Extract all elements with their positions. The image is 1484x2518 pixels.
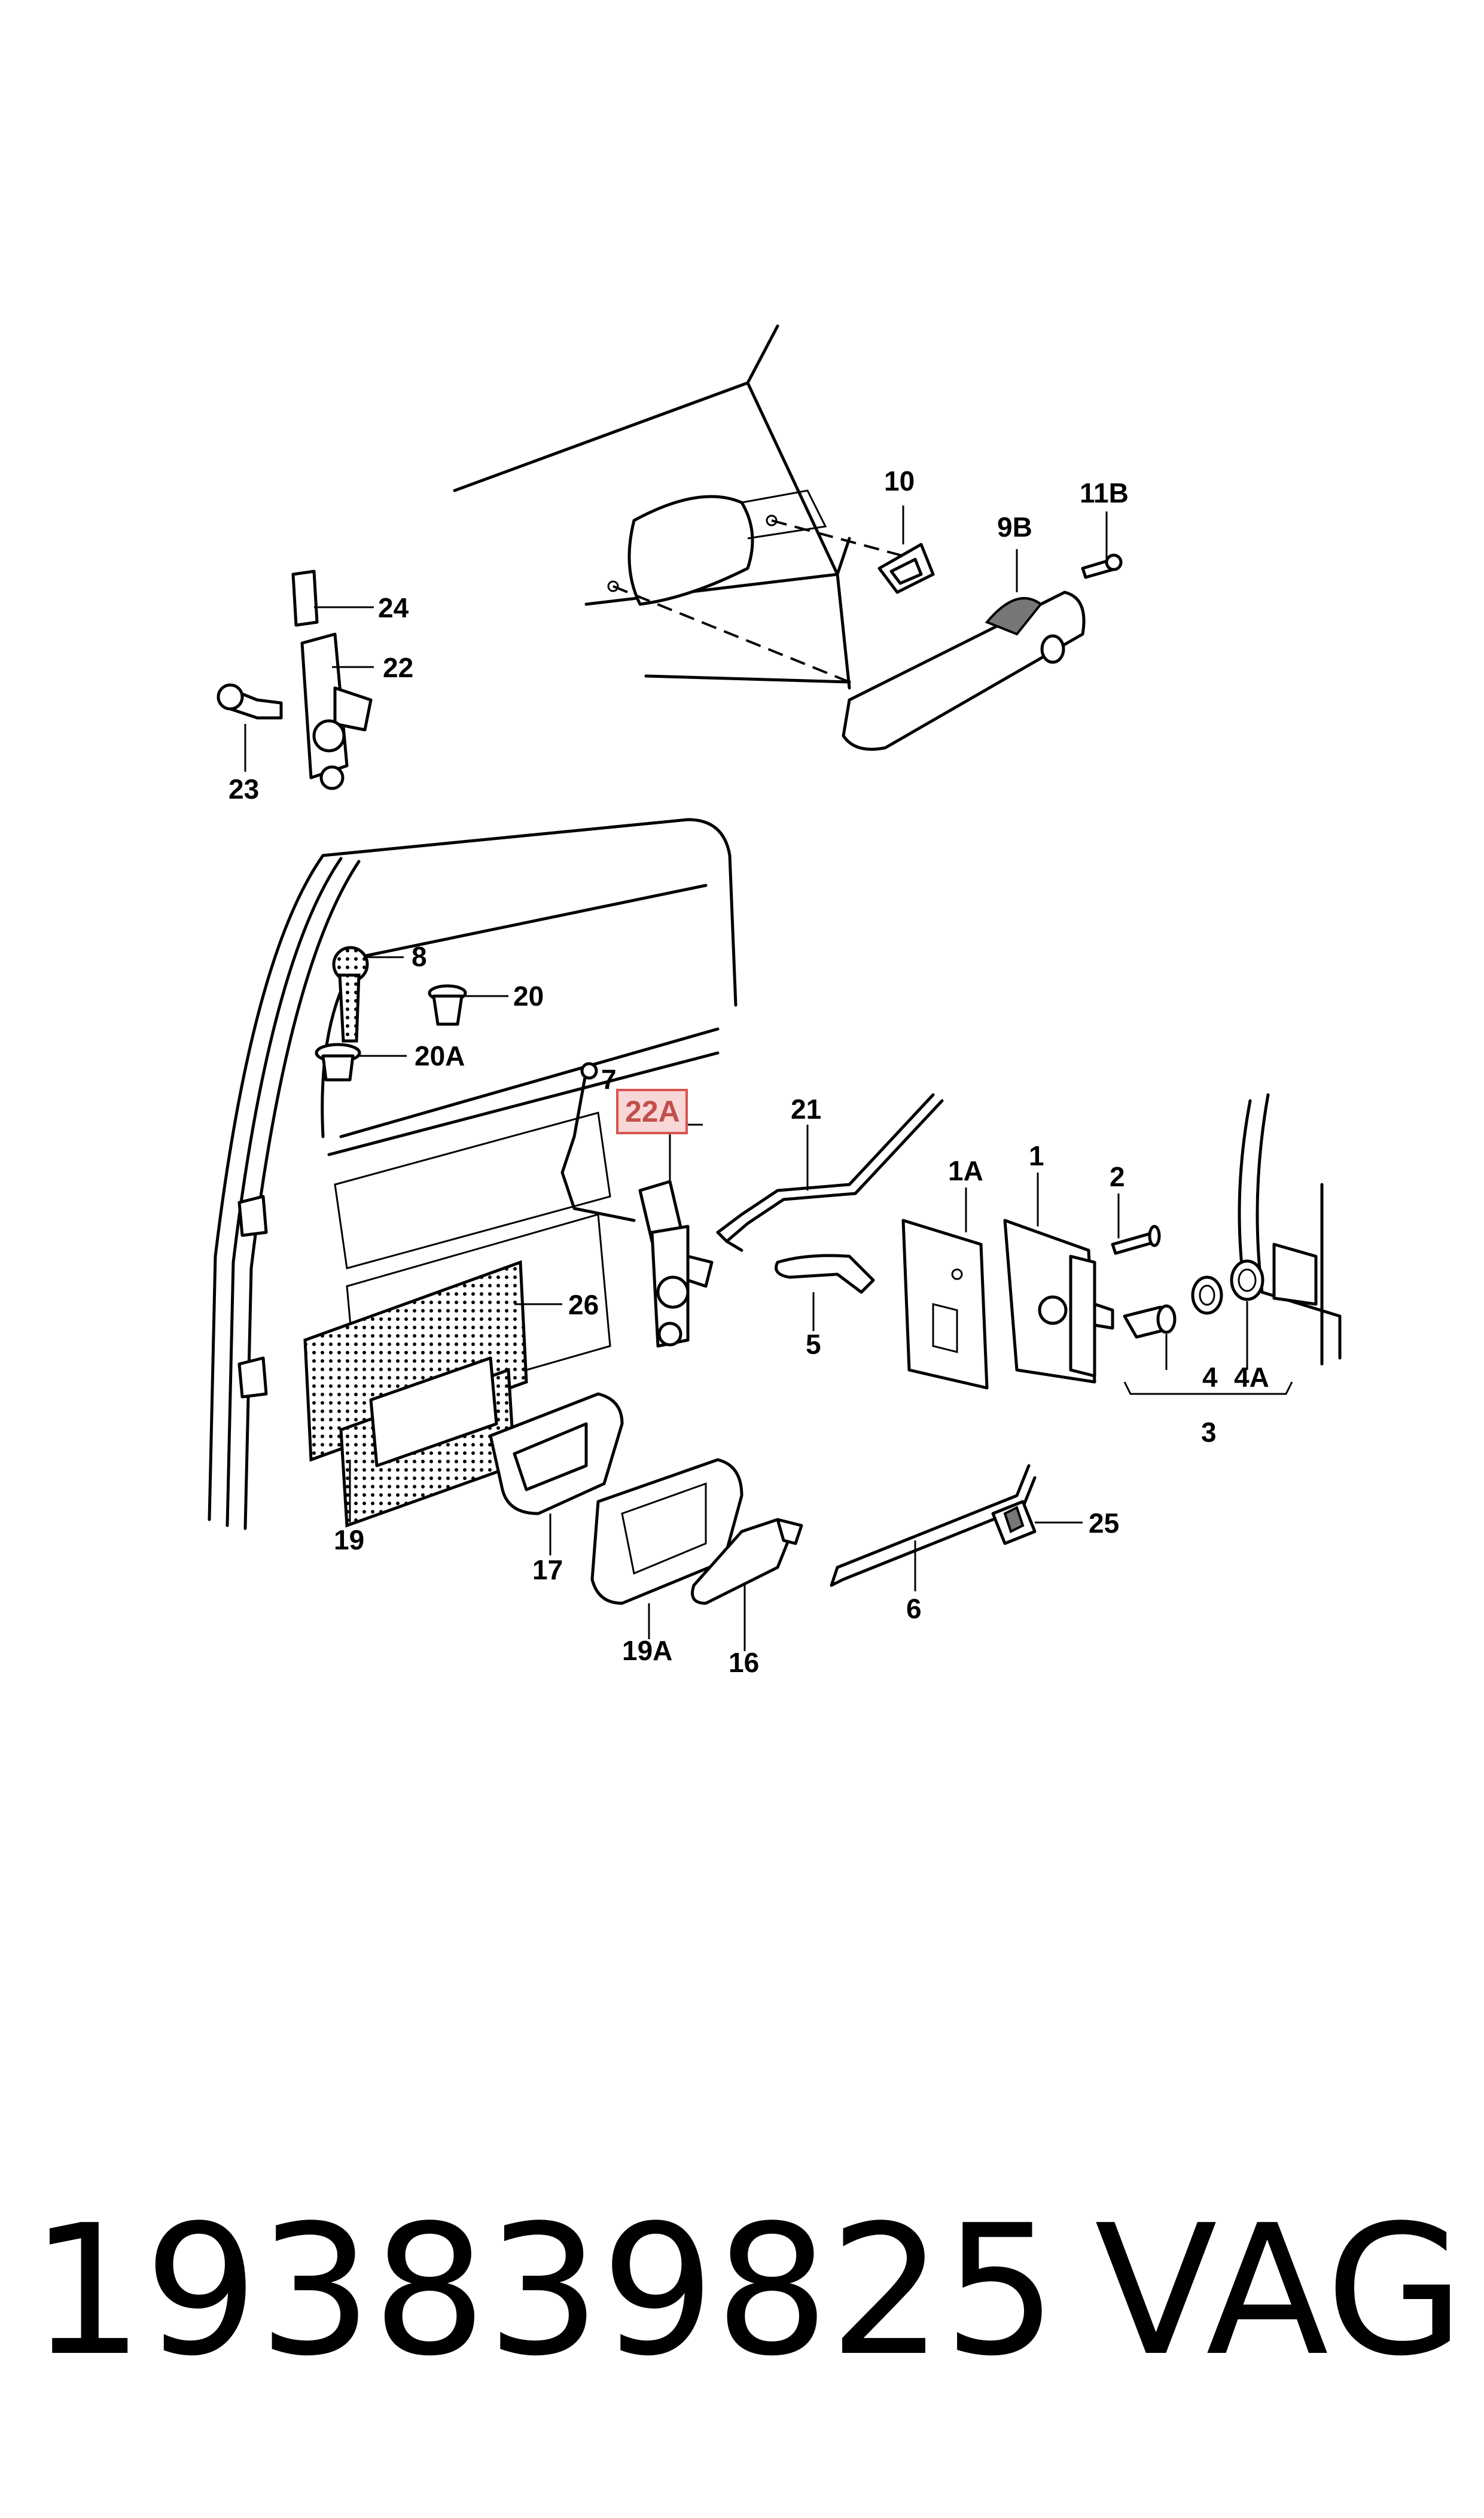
callout-6: 6 [906,1593,922,1624]
part-number: 193839825 [30,2187,1058,2395]
callout-16: 16 [729,1647,759,1678]
leader-lines [244,506,1248,1651]
callout-4: 4 [1202,1362,1218,1393]
lock-cover-1a [901,1219,989,1390]
screw-11b [1081,553,1123,579]
door-lock-1 [1003,1219,1114,1384]
callout-21: 21 [791,1094,821,1125]
rod-21 [716,1093,944,1252]
screw-2 [1111,1225,1161,1255]
highlight-box-22a [616,1089,688,1134]
callout-11b: 11B [1080,477,1129,509]
callout-22: 22 [383,652,413,683]
callout-19: 19 [334,1524,364,1555]
callout-23: 23 [228,774,259,805]
callout-20: 20 [513,981,544,1012]
callout-9b: 9B [997,511,1032,543]
bushing-20 [428,984,467,1026]
callout-7: 7 [601,1064,617,1095]
callout-1: 1 [1029,1140,1044,1171]
callout-3: 3 [1201,1417,1217,1448]
lock-mechanism-22 [217,570,374,790]
sealing-sheet-19 [303,1260,528,1462]
callout-19a: 19A [622,1635,672,1666]
callout-20a: 20A [415,1040,465,1071]
callout-8: 8 [412,941,427,972]
handle-bezel-17 [489,1392,624,1515]
bushing-20a [315,1043,361,1082]
clip-25 [991,1500,1037,1545]
bracket-3 [1123,1381,1293,1395]
lock-cylinder-4 [1123,1275,1223,1339]
brand-label: VAG [1095,2187,1465,2395]
callout-labels: 10 9B 11B 24 22 23 8 20 20A 7 22A 21 1A … [228,465,1269,1678]
callout-5: 5 [806,1329,821,1360]
callout-25: 25 [1089,1508,1119,1539]
callout-4a: 4A [1234,1362,1269,1393]
lever-5 [775,1254,875,1294]
pull-rod-8 [332,946,369,1043]
callout-22a: 22A [625,1095,680,1128]
exterior-handle [842,590,1086,751]
rod-7 [560,1062,636,1222]
gasket-4a [1230,1259,1264,1301]
callout-24: 24 [378,592,409,623]
callout-1a: 1A [948,1155,983,1186]
callout-26: 26 [568,1289,599,1320]
callout-2: 2 [1110,1161,1125,1192]
callout-10: 10 [884,465,915,497]
callout-17: 17 [532,1554,563,1585]
handle-bracket-10 [877,532,935,594]
lock-actuator-22a [638,1123,714,1348]
trim-19a [590,1458,743,1605]
interior-handle-16 [691,1518,803,1605]
upper-door-panel [453,324,928,690]
